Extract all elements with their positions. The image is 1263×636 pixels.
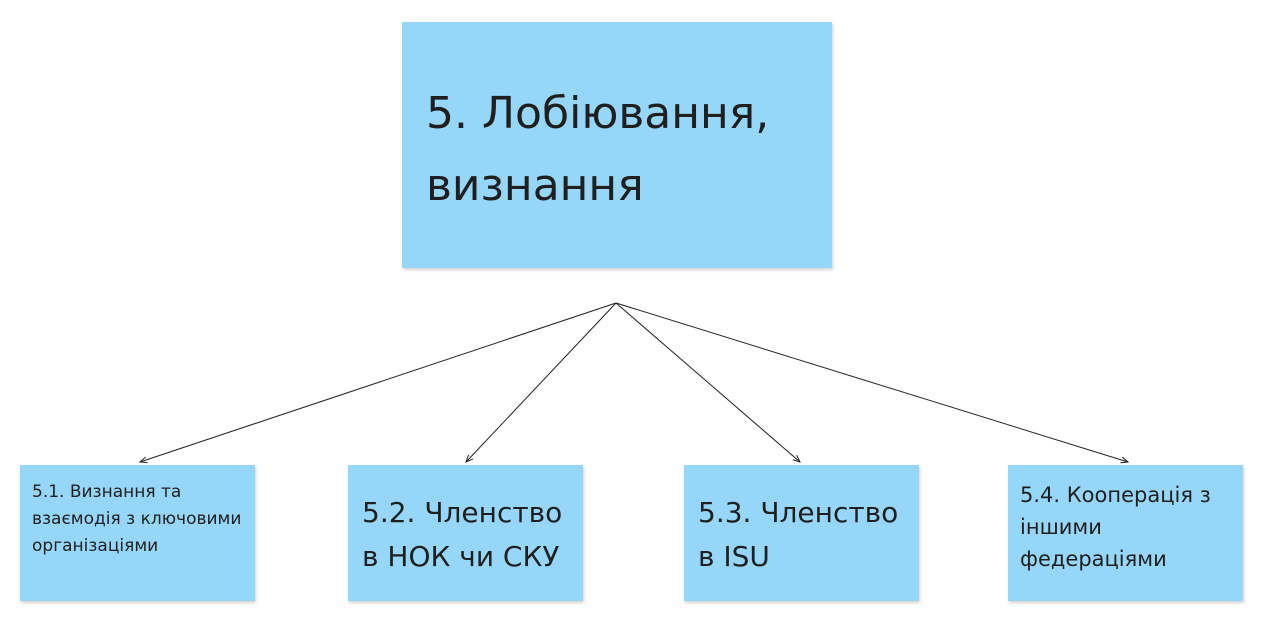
child-note-5-3[interactable]: 5.3. Членство в ISU [684, 465, 919, 601]
arrow-to-5-1 [140, 302, 617, 462]
child-note-5-4[interactable]: 5.4. Кооперація з іншими федераціями [1008, 465, 1243, 601]
child-note-5-1[interactable]: 5.1. Визнання та взаємодія з ключовими о… [20, 465, 255, 601]
arrow-to-5-2 [466, 302, 617, 462]
arrow-to-5-3 [615, 302, 800, 462]
child-note-5-2[interactable]: 5.2. Членство в НОК чи СКУ [348, 465, 583, 601]
root-note[interactable]: 5. Лобіювання, визнання [402, 22, 832, 268]
root-note-label: 5. Лобіювання, визнання [426, 88, 770, 211]
child-note-label: 5.4. Кооперація з іншими федераціями [1020, 483, 1211, 571]
child-note-label: 5.1. Визнання та взаємодія з ключовими о… [32, 482, 242, 556]
child-note-label: 5.2. Членство в НОК чи СКУ [362, 496, 563, 573]
child-note-label: 5.3. Членство в ISU [698, 496, 899, 573]
arrow-to-5-4 [615, 302, 1128, 462]
